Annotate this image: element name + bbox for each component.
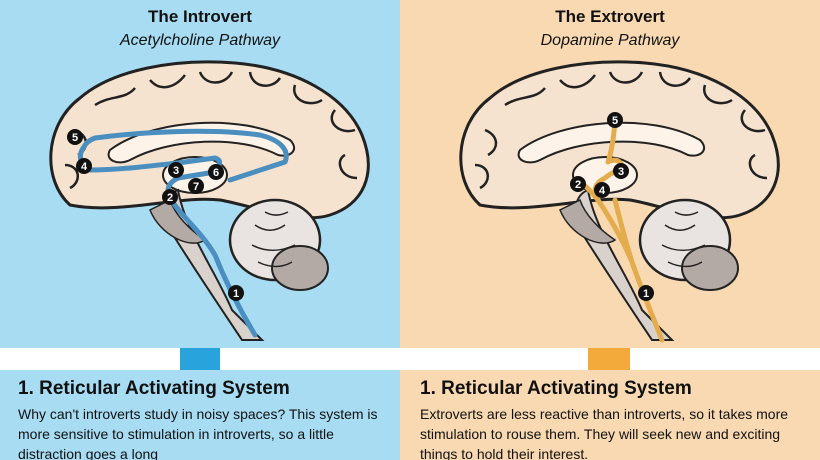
lower-region: [559, 198, 617, 244]
pathway-node-1: 1: [228, 285, 244, 301]
extrovert-color-tab: [588, 348, 630, 370]
introvert-brain-diagram: 1 2 3 4 5 6 7: [49, 60, 370, 341]
cerebellum-lower: [271, 245, 329, 291]
pathway-node-2: 2: [162, 189, 178, 205]
introvert-text-panel: 1. Reticular Activating System Why can't…: [0, 370, 400, 460]
divider-bar: [0, 348, 820, 370]
acetylcholine-pathway: [77, 128, 289, 338]
extrovert-subtitle: Dopamine Pathway: [540, 32, 680, 49]
pathway-node-7: 7: [188, 178, 204, 194]
extrovert-title: The Extrovert: [555, 7, 665, 26]
svg-text:4: 4: [81, 161, 88, 173]
svg-text:1: 1: [643, 288, 649, 300]
pathway-node-2: 2: [570, 176, 586, 192]
introvert-color-tab: [180, 348, 220, 370]
extrovert-text-panel: 1. Reticular Activating System Extrovert…: [400, 370, 820, 460]
pathway-node-3: 3: [613, 163, 629, 179]
pathway-node-1: 1: [638, 285, 654, 301]
introvert-section-body: Why can't introverts study in noisy spac…: [18, 406, 378, 460]
arbor-vitae: [251, 211, 296, 268]
pathway-node-3: 3: [168, 162, 184, 178]
introvert-subtitle: Acetylcholine Pathway: [119, 32, 281, 49]
cerebellum-lower: [681, 245, 739, 291]
svg-text:5: 5: [612, 115, 618, 127]
pathway-node-5: 5: [67, 129, 83, 145]
pathway-node-4: 4: [76, 158, 92, 174]
extrovert-panel: The Extrovert Dopamine Pathway 1 2 3 4 5: [400, 0, 820, 348]
svg-text:1: 1: [233, 288, 239, 300]
introvert-section-heading: 1. Reticular Activating System: [18, 378, 290, 399]
pathway-node-6: 6: [208, 164, 224, 180]
extrovert-brain-diagram: 1 2 3 4 5: [459, 60, 780, 343]
svg-text:6: 6: [213, 167, 219, 179]
svg-text:2: 2: [575, 179, 581, 191]
svg-text:2: 2: [167, 192, 173, 204]
extrovert-section-heading: 1. Reticular Activating System: [420, 378, 692, 399]
introvert-title: The Introvert: [148, 7, 252, 26]
pathway-node-5: 5: [607, 112, 623, 128]
svg-text:7: 7: [193, 181, 199, 193]
introvert-panel: The Introvert Acetylcholine Pathway 1 2 …: [0, 0, 400, 348]
svg-text:5: 5: [72, 132, 78, 144]
pathway-node-4: 4: [594, 182, 610, 198]
extrovert-section-body: Extroverts are less reactive than introv…: [420, 406, 789, 460]
svg-text:3: 3: [173, 165, 179, 177]
gyri-folds: [474, 71, 768, 190]
svg-text:3: 3: [618, 166, 624, 178]
arbor-vitae: [661, 211, 706, 268]
svg-text:4: 4: [599, 185, 606, 197]
